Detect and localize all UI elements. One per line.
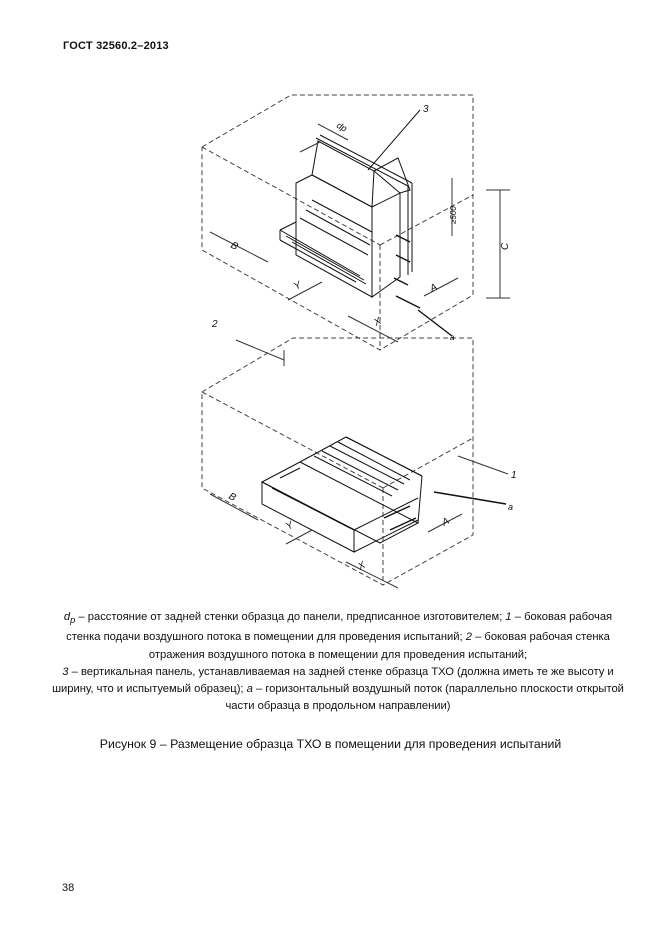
page-number: 38 — [62, 882, 75, 894]
label-bottom-2: 2 — [211, 319, 218, 330]
bottom-cabinet — [260, 436, 423, 553]
legend-item-1-text: – боковая рабочая стенка подачи воздушно… — [66, 611, 613, 644]
test-room-figure: 3 dp ≥500 C B Y A X a 2 1 a B Y A X — [201, 94, 517, 589]
legend-item-a-letter: a — [246, 683, 253, 696]
legend-dp-text: – расстояние от задней стенки образца до… — [75, 611, 506, 623]
top-vertical-panel — [315, 109, 421, 275]
label-top-x: X — [371, 316, 383, 329]
label-top-b: B — [229, 240, 240, 253]
label-top-a-arrow: a — [450, 333, 455, 342]
label-top-3: 3 — [423, 104, 429, 115]
top-dimension-lines — [209, 123, 510, 343]
bottom-airflow-arrows — [383, 491, 507, 531]
figure-title: Рисунок 9 – Размещение образца ТХО в пом… — [99, 737, 562, 751]
document-code: ГОСТ 32560.2–2013 — [63, 40, 169, 52]
top-airflow-arrows — [393, 234, 453, 337]
label-bottom-b: B — [227, 491, 238, 504]
legend-item-3-text: – вертикальная панель, устанавливаемая н… — [52, 665, 614, 696]
legend-dp-subscript: p — [70, 615, 76, 626]
label-top-c: C — [500, 242, 511, 250]
label-top-dp: dp — [335, 120, 349, 134]
bottom-dimension-lines — [209, 339, 509, 589]
top-cabinet — [279, 140, 411, 298]
legend-item-2-num: 2 — [465, 631, 472, 644]
figure-legend: dp – расстояние от задней стенки образца… — [50, 609, 626, 715]
legend-dp-symbol: d — [63, 611, 71, 623]
legend-item-a-text: – горизонтальный воздушный поток (паралл… — [225, 683, 624, 713]
label-bottom-1: 1 — [511, 470, 517, 481]
label-top-y: Y — [292, 279, 304, 292]
top-room-outline — [201, 94, 474, 351]
label-bottom-x: X — [355, 560, 367, 573]
legend-item-1-num: 1 — [505, 611, 512, 623]
legend-item-3-num: 3 — [62, 665, 69, 678]
label-top-500: ≥500 — [449, 206, 458, 224]
label-bottom-a: A — [439, 516, 451, 529]
bottom-room-outline — [201, 337, 474, 586]
legend-item-2-text: – боковая рабочая стенка отражения возду… — [148, 631, 610, 661]
label-bottom-a-arrow: a — [508, 502, 513, 512]
